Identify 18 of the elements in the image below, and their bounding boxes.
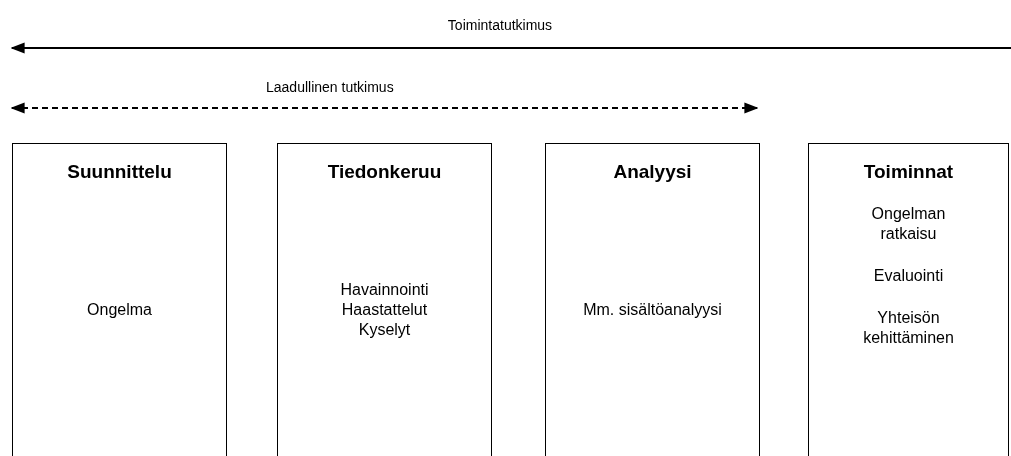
stage-box [12, 143, 227, 456]
stage-item-text: Ongelma [87, 300, 152, 320]
stage-item-text: Yhteisön kehittäminen [862, 308, 955, 348]
stage-item-text: Kyselyt [358, 320, 411, 340]
stage-heading: Toiminnat [862, 160, 955, 184]
stage-item-text: Haastattelut [341, 300, 428, 320]
stage-heading: Analyysi [612, 160, 693, 184]
stage-box [277, 143, 492, 456]
stage-heading: Tiedonkeruu [326, 160, 443, 184]
stage-box [545, 143, 760, 456]
stage-item-text: Havainnointi [340, 280, 429, 300]
range-label: Laadullinen tutkimus [266, 78, 394, 96]
stage-box [808, 143, 1009, 456]
stage-item-text: Ongelman ratkaisu [870, 204, 947, 244]
stage-item-text: Evaluointi [873, 266, 944, 286]
stage-item-text: Mm. sisältöanalyysi [583, 300, 722, 320]
stage-heading: Suunnittelu [66, 160, 173, 184]
range-label: Toimintatutkimus [447, 16, 553, 34]
